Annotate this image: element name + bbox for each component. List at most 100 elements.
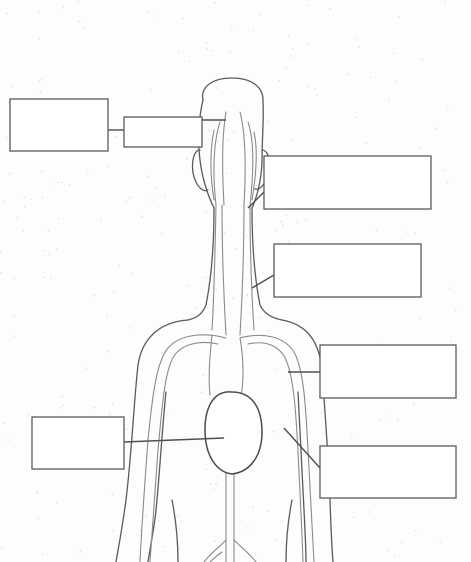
paper-speck — [297, 222, 298, 223]
paper-speck — [206, 211, 207, 212]
paper-speck — [402, 541, 403, 542]
paper-speck — [450, 341, 451, 342]
paper-speck — [406, 232, 407, 233]
paper-speck — [86, 368, 87, 369]
paper-speck — [22, 231, 23, 232]
paper-speck — [253, 29, 254, 30]
paper-speck — [251, 156, 252, 157]
paper-speck — [37, 518, 38, 519]
paper-speck — [330, 8, 331, 9]
paper-speck — [196, 308, 197, 309]
paper-speck — [395, 81, 396, 82]
paper-speck — [379, 419, 380, 420]
paper-speck — [205, 469, 206, 470]
paper-speck — [180, 442, 181, 443]
label-box-1[interactable] — [10, 99, 108, 151]
paper-speck — [112, 494, 113, 495]
paper-speck — [60, 407, 61, 408]
paper-speck — [215, 541, 216, 542]
paper-speck — [449, 288, 450, 289]
paper-speck — [48, 231, 49, 232]
paper-speck — [41, 79, 42, 80]
label-box-4[interactable] — [274, 244, 421, 297]
paper-speck — [125, 535, 126, 536]
carotid-left — [222, 205, 226, 335]
paper-speck — [158, 520, 159, 521]
paper-speck — [127, 429, 128, 430]
paper-speck — [305, 219, 306, 220]
paper-speck — [41, 171, 42, 172]
paper-speck — [291, 139, 292, 140]
label-box-6[interactable] — [32, 417, 124, 469]
paper-speck — [129, 197, 130, 198]
paper-speck — [7, 13, 8, 14]
paper-speck — [6, 137, 7, 138]
paper-speck — [202, 375, 203, 376]
paper-speck — [209, 130, 210, 131]
paper-speck — [37, 491, 38, 492]
paper-speck — [131, 273, 132, 274]
paper-speck — [356, 117, 357, 118]
paper-speck — [108, 166, 109, 167]
paper-speck — [286, 67, 287, 68]
paper-speck — [56, 503, 57, 504]
label-box-7[interactable] — [320, 446, 456, 498]
neck-left — [188, 208, 214, 320]
paper-speck — [17, 217, 18, 218]
paper-speck — [290, 56, 291, 57]
paper-speck — [147, 12, 148, 13]
paper-speck — [389, 100, 390, 101]
paper-speck — [43, 250, 44, 251]
paper-speck — [36, 493, 37, 494]
paper-speck — [0, 272, 1, 273]
paper-speck — [308, 43, 309, 44]
paper-speck — [8, 440, 9, 441]
paper-speck — [215, 2, 216, 3]
paper-speck — [220, 132, 221, 133]
paper-speck — [394, 53, 395, 54]
paper-speck — [83, 28, 84, 29]
paper-speck — [101, 220, 102, 221]
label-box-2[interactable] — [124, 117, 202, 147]
paper-speck — [53, 183, 54, 184]
paper-speck — [440, 542, 441, 543]
paper-speck — [133, 437, 134, 438]
label-box-5[interactable] — [320, 345, 456, 398]
paper-speck — [156, 188, 157, 189]
descending-aorta — [226, 470, 234, 562]
paper-speck — [78, 2, 79, 3]
paper-speck — [453, 499, 454, 500]
paper-speck — [162, 546, 163, 547]
paper-speck — [28, 415, 29, 416]
paper-speck — [3, 201, 4, 202]
paper-speck — [14, 278, 15, 279]
paper-speck — [207, 283, 208, 284]
label-box-3[interactable] — [264, 156, 431, 209]
paper-speck — [366, 143, 367, 144]
paper-speck — [4, 423, 5, 424]
paper-speck — [207, 48, 208, 49]
paper-speck — [2, 547, 3, 548]
paper-speck — [177, 516, 178, 517]
paper-speck — [253, 507, 254, 508]
paper-speck — [189, 61, 190, 62]
paper-speck — [138, 558, 139, 559]
paper-speck — [48, 254, 49, 255]
paper-speck — [413, 404, 414, 405]
paper-speck — [206, 42, 207, 43]
paper-speck — [275, 539, 276, 540]
paper-speck — [216, 484, 217, 485]
paper-speck — [77, 1, 78, 2]
paper-speck — [436, 128, 437, 129]
paper-speck — [38, 12, 39, 13]
paper-speck — [224, 232, 225, 233]
paper-speck — [215, 289, 216, 290]
paper-speck — [24, 206, 25, 207]
paper-speck — [256, 185, 257, 186]
paper-speck — [315, 88, 316, 89]
paper-speck — [39, 38, 40, 39]
body-outline — [116, 78, 333, 562]
paper-speck — [218, 141, 219, 142]
paper-speck — [87, 170, 88, 171]
paper-speck — [186, 159, 187, 160]
